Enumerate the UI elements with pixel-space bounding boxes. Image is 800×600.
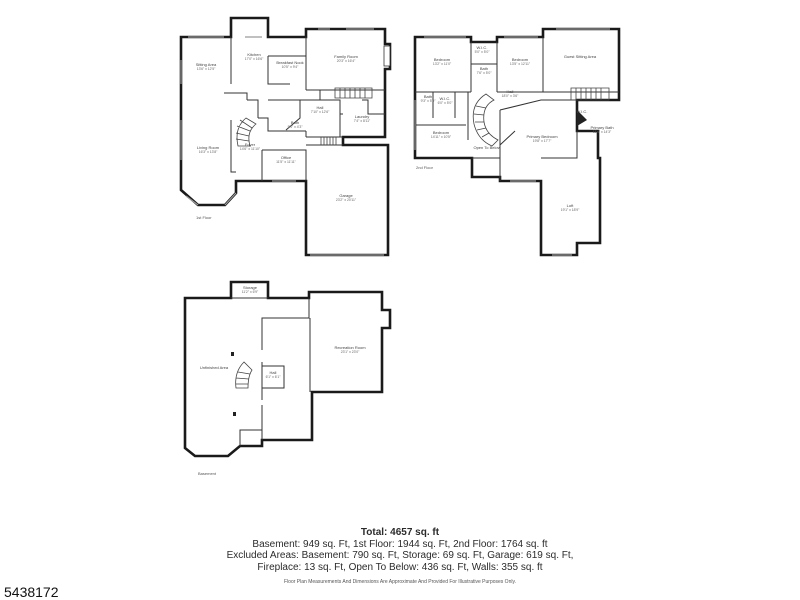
second-room-name-9: Open To Below bbox=[473, 145, 500, 150]
first-room-name-4: Family Room bbox=[334, 54, 358, 59]
second-room-dim-0: 13'2" x 11'0" bbox=[433, 62, 452, 66]
second-floor-label: 2nd Floor bbox=[416, 165, 434, 170]
second-room-dim-2: 13'5" x 12'11" bbox=[510, 62, 531, 66]
second-floor-plan: Bedroom 13'2" x 11'0" W.I.C. 5'0" x 5'0"… bbox=[334, 27, 621, 257]
second-room-name-4: Guest Sitting Area bbox=[564, 54, 597, 59]
first-room-name-9: Office bbox=[281, 155, 292, 160]
listing-id: 5438172 bbox=[4, 584, 59, 600]
second-room-name-6: W.I.C. bbox=[440, 96, 451, 101]
second-room-dim-5: 9'3" x 5'0" bbox=[421, 99, 437, 103]
first-room-dim-6: 7'4" x 8'11" bbox=[354, 119, 371, 123]
second-room-dim-13: 19'1" x 18'9" bbox=[561, 208, 580, 212]
basement-room-dim-3: 6'1" x 6'1" bbox=[266, 375, 282, 379]
first-room-dim-9: 11'5" x 11'11" bbox=[276, 160, 297, 164]
disclaimer-text: Floor Plan Measurements And Dimensions A… bbox=[284, 579, 516, 585]
basement-floor-label: Basement bbox=[198, 471, 217, 476]
second-room-dim-12: 11'4" x 14'3" bbox=[593, 130, 612, 134]
first-room-dim-10: 23'2" x 20'11" bbox=[336, 198, 357, 202]
second-room-dim-3: 7'6" x 5'0" bbox=[477, 71, 493, 75]
first-room-name-0: Sitting Area bbox=[196, 62, 217, 67]
second-room-name-1: W.I.C. bbox=[477, 45, 488, 50]
first-room-dim-1: 16'3" x 13'8" bbox=[199, 150, 218, 154]
second-room-name-12: Primary Bath bbox=[590, 125, 613, 130]
first-room-dim-5: 7'10" x 12'6" bbox=[311, 110, 330, 114]
second-room-name-7: Hall bbox=[507, 89, 514, 94]
second-room-dim-8: 14'11" x 10'5" bbox=[431, 135, 452, 139]
first-room-name-10: Garage bbox=[339, 193, 353, 198]
basement-room-dim-0: 11'2" x 6'9" bbox=[242, 290, 259, 294]
basement-room-name-0: Storage bbox=[243, 285, 258, 290]
second-room-name-5: Bath bbox=[424, 94, 432, 99]
second-room-name-11: W.I.C. bbox=[577, 109, 588, 114]
second-room-dim-10: 19'8" x 17'7" bbox=[533, 139, 552, 143]
first-room-name-3: Breakfast Nook bbox=[276, 60, 303, 65]
second-room-name-2: Bedroom bbox=[512, 57, 529, 62]
area-summary: Total: 4657 sq. ft Basement: 949 sq. Ft,… bbox=[0, 527, 800, 573]
first-room-dim-0: 13'6" x 12'5" bbox=[197, 67, 216, 71]
summary-line-3: Fireplace: 13 sq. Ft, Open To Below: 436… bbox=[257, 561, 543, 573]
second-room-name-13: Loft bbox=[567, 203, 575, 208]
second-room-dim-6: 6'0" x 5'0" bbox=[438, 101, 454, 105]
first-room-dim-4: 20'3" x 16'4" bbox=[337, 59, 356, 63]
first-room-name-5: Hall bbox=[317, 105, 324, 110]
second-room-name-8: Bedroom bbox=[433, 130, 450, 135]
second-room-name-10: Primary Bedroom bbox=[526, 134, 558, 139]
summary-line-1: Basement: 949 sq. Ft, 1st Floor: 1944 sq… bbox=[252, 538, 548, 550]
second-room-name-3: Bath bbox=[480, 66, 488, 71]
second-room-dim-1: 5'0" x 5'0" bbox=[475, 50, 491, 54]
first-floor-label: 1st Floor bbox=[196, 215, 212, 220]
first-room-name-2: Kitchen bbox=[247, 52, 260, 57]
first-floor-plan: Sitting Area 13'6" x 12'5" Living Room 1… bbox=[179, 16, 392, 257]
basement-room-name-1: Recreation Room bbox=[334, 345, 366, 350]
first-room-name-6: Laundry bbox=[355, 114, 369, 119]
second-room-dim-7: 18'0" x 3'6" bbox=[502, 94, 520, 98]
basement-room-dim-1: 23'1" x 23'0" bbox=[341, 350, 360, 354]
first-room-dim-3: 10'5" x 9'4" bbox=[282, 65, 300, 69]
first-room-name-8: Foyer bbox=[245, 142, 256, 147]
summary-line-2: Excluded Areas: Basement: 790 sq. Ft, St… bbox=[226, 550, 574, 561]
total-area: Total: 4657 sq. ft bbox=[360, 527, 440, 538]
first-room-dim-2: 17'0" x 16'6" bbox=[245, 57, 264, 61]
second-room-name-0: Bedroom bbox=[434, 57, 451, 62]
first-room-name-1: Living Room bbox=[197, 145, 220, 150]
first-room-dim-8: 14'6" x 11'10" bbox=[240, 147, 261, 151]
basement-plan: Storage 11'2" x 6'9" Recreation Room 23'… bbox=[183, 280, 392, 476]
first-room-name-7: Bath bbox=[291, 120, 299, 125]
basement-room-name-3: Hall bbox=[270, 370, 277, 375]
first-room-dim-7: 5'1" x 4'3" bbox=[288, 125, 304, 129]
basement-room-name-2: Unfinished Area bbox=[200, 365, 229, 370]
